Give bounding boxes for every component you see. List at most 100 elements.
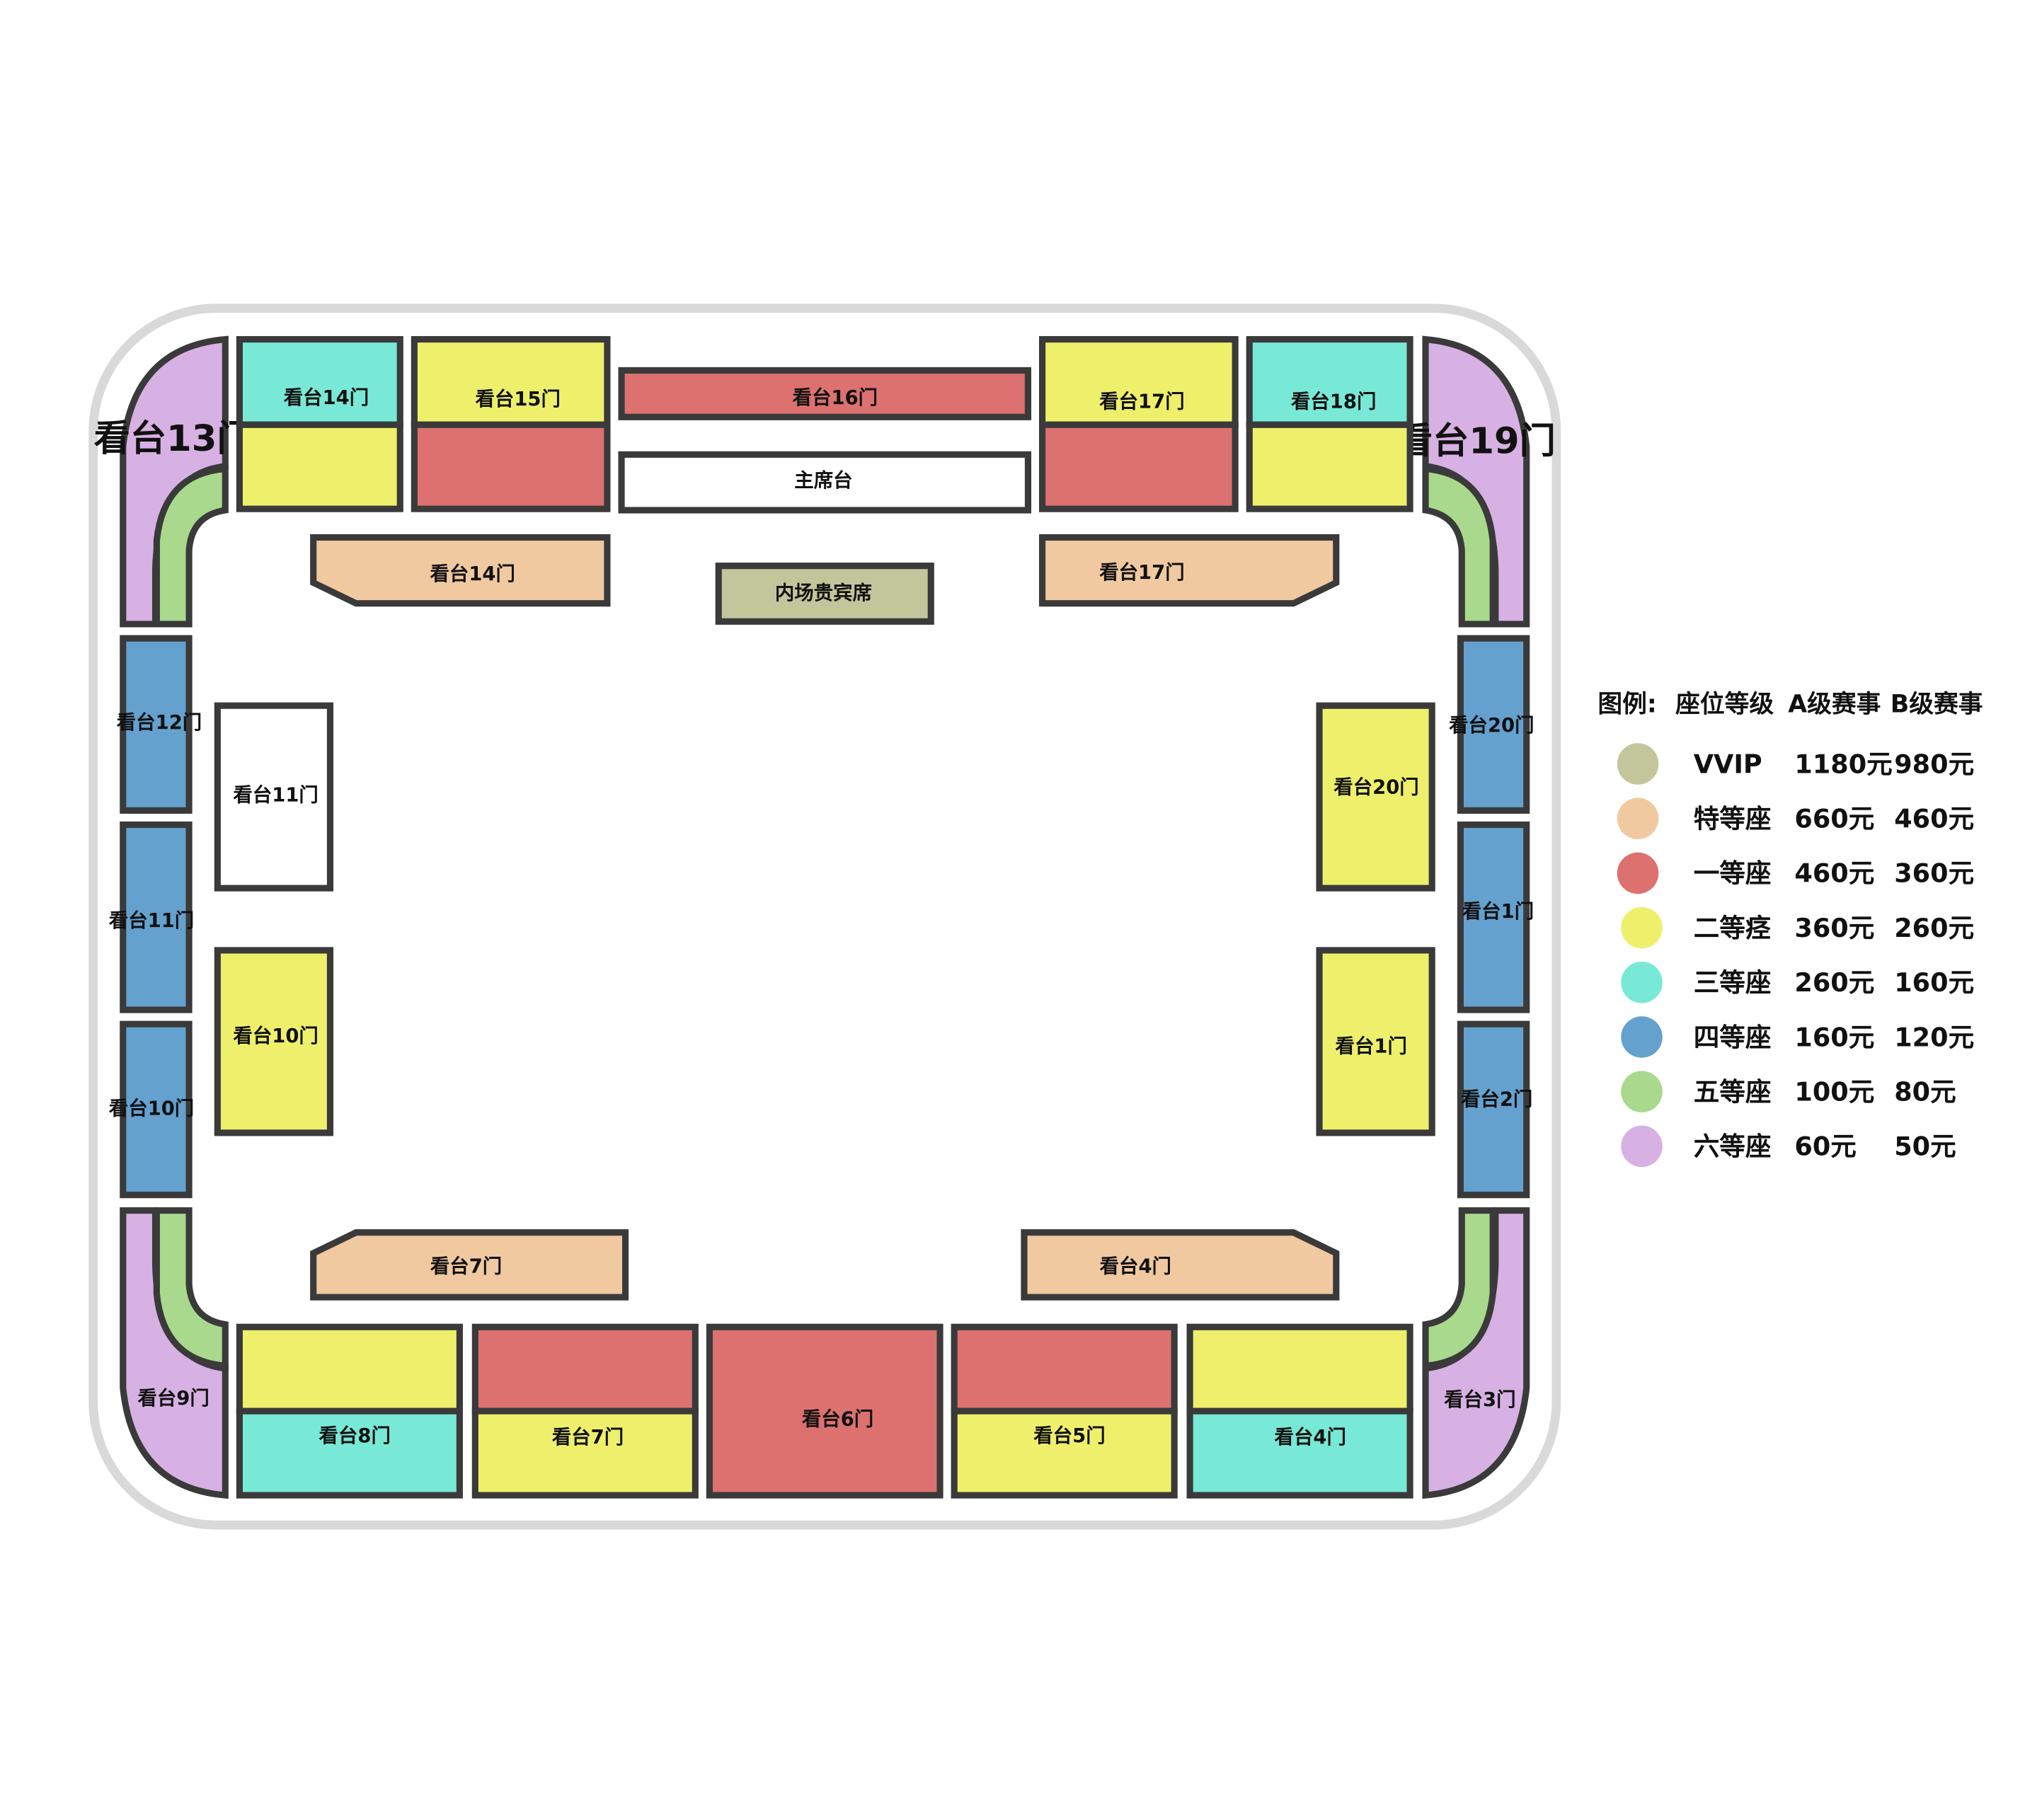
label-top-19: 看台19门 [1396,420,1556,463]
legend-level-text: 三等座 [1694,967,1772,998]
legend-swatch [1621,1071,1663,1112]
section-right-1[interactable] [1457,821,1530,1013]
legend-a-text: 60元 [1794,1131,1856,1162]
label-right-inner-20: 看台20门 [1333,776,1418,799]
section-vip-inner[interactable] [715,563,934,625]
label-top-14: 看台14门 [284,386,369,409]
legend-b-text: 50元 [1894,1131,1956,1162]
label-top-16: 看台16门 [793,386,878,409]
legend-swatch [1617,797,1659,839]
section-top-14-upper[interactable] [236,335,403,428]
venue-outline [88,304,1561,1530]
section-top-left-corner-inner[interactable] [153,465,229,628]
legend-swatch [1617,743,1659,785]
label-main-stand: 主席台 [794,469,852,492]
legend-title: 图例: [1597,690,1656,718]
legend-level-text: 特等座 [1694,804,1772,834]
legend-swatch [1621,1125,1663,1168]
label-bottom-5: 看台5门 [1033,1424,1105,1447]
section-bottom-4-upper[interactable] [1186,1323,1413,1415]
section-left-10[interactable] [120,1020,193,1199]
section-main-stand[interactable] [618,451,1032,514]
label-left-inner-11: 看台11门 [233,784,318,807]
section-right-inner-1[interactable] [1316,947,1435,1136]
legend-col-b: B级赛事 [1891,690,1983,718]
label-left-11: 看台11门 [109,909,194,932]
section-top-15-lower[interactable] [411,421,611,512]
legend-b-text: 80元 [1894,1077,1956,1107]
label-left-10: 看台10门 [109,1097,194,1119]
legend-a-text: 660元 [1794,804,1874,834]
legend-level-text: 六等座 [1694,1131,1772,1162]
section-right-20[interactable] [1457,635,1530,814]
section-left-inner-10[interactable] [214,947,334,1136]
legend-b-text: 460元 [1894,804,1974,834]
section-top-16[interactable] [618,367,1032,420]
section-bottom-8-upper[interactable] [236,1323,463,1415]
legend-swatch [1621,1016,1663,1058]
legend-level-text: 一等座 [1694,858,1772,889]
section-bottom-7-lower[interactable] [471,1407,699,1499]
section-left-inner-11[interactable] [214,702,334,892]
legend-swatch [1621,906,1663,949]
section-bottom-left-corner-inner[interactable] [153,1207,229,1370]
legend-swatch [1621,962,1663,1003]
label-right-2: 看台2门 [1461,1088,1532,1110]
legend-level-text: 五等座 [1694,1077,1772,1107]
label-left-12: 看台12门 [117,711,202,734]
label-bottom-6: 看台6门 [802,1407,873,1430]
label-bottom-9: 看台9门 [137,1387,209,1410]
label-bottom-7: 看台7门 [552,1426,624,1448]
section-bottom-4-lower[interactable] [1186,1407,1413,1499]
label-right-1: 看台1门 [1462,900,1534,923]
label-left-inner-10: 看台10门 [233,1025,318,1047]
section-left-11[interactable] [120,821,193,1013]
label-inner-7: 看台7门 [430,1255,502,1277]
label-right-inner-1: 看台1门 [1336,1035,1407,1057]
label-inner-17: 看台17门 [1099,561,1184,584]
legend-level-text: 二等痉 [1694,913,1772,943]
legend-a-text: 1180元 [1794,749,1892,779]
label-bottom-3: 看台3门 [1444,1388,1515,1411]
legend-b-text: 260元 [1894,913,1974,943]
legend-col-a: A级赛事 [1788,690,1881,718]
section-top-14-lower[interactable] [236,421,403,512]
section-bottom-7-upper[interactable] [471,1323,699,1415]
section-bottom-5-lower[interactable] [951,1407,1178,1499]
label-top-13: 看台13门 [94,417,253,460]
section-top-right-corner-inner[interactable] [1422,465,1496,628]
legend-level-text: 四等座 [1694,1022,1772,1052]
section-right-2[interactable] [1457,1020,1530,1199]
legend-swatch [1617,852,1659,894]
section-top-18-lower[interactable] [1246,421,1413,512]
section-inner-7[interactable] [310,1229,629,1301]
section-inner-14[interactable] [310,534,611,607]
legend-a-text: 100元 [1794,1077,1874,1107]
label-top-17: 看台17门 [1099,390,1184,413]
section-bottom-8-lower[interactable] [236,1407,463,1499]
section-bottom-6[interactable] [706,1323,943,1499]
label-top-15: 看台15门 [475,388,560,410]
section-top-15-upper[interactable] [411,335,611,428]
section-inner-17[interactable] [1039,534,1340,607]
section-inner-4[interactable] [1021,1229,1340,1301]
section-right-inner-20[interactable] [1316,702,1435,892]
legend-b-text: 120元 [1894,1022,1974,1052]
section-bottom-5-upper[interactable] [951,1323,1178,1415]
label-right-20: 看台20门 [1449,714,1534,737]
section-left-12[interactable] [120,635,193,814]
label-vip-inner: 内场贵宾席 [775,582,872,604]
label-bottom-4: 看台4门 [1275,1426,1346,1448]
legend-level-text: VVIP [1694,749,1762,779]
label-inner-14: 看台14门 [430,563,515,585]
section-bottom-right-corner-inner[interactable] [1422,1207,1496,1370]
legend-a-text: 160元 [1794,1022,1874,1052]
label-top-18: 看台18门 [1291,390,1376,413]
label-inner-4: 看台4门 [1100,1255,1171,1277]
section-top-17-lower[interactable] [1039,421,1239,512]
label-bottom-8: 看台8门 [319,1424,391,1447]
